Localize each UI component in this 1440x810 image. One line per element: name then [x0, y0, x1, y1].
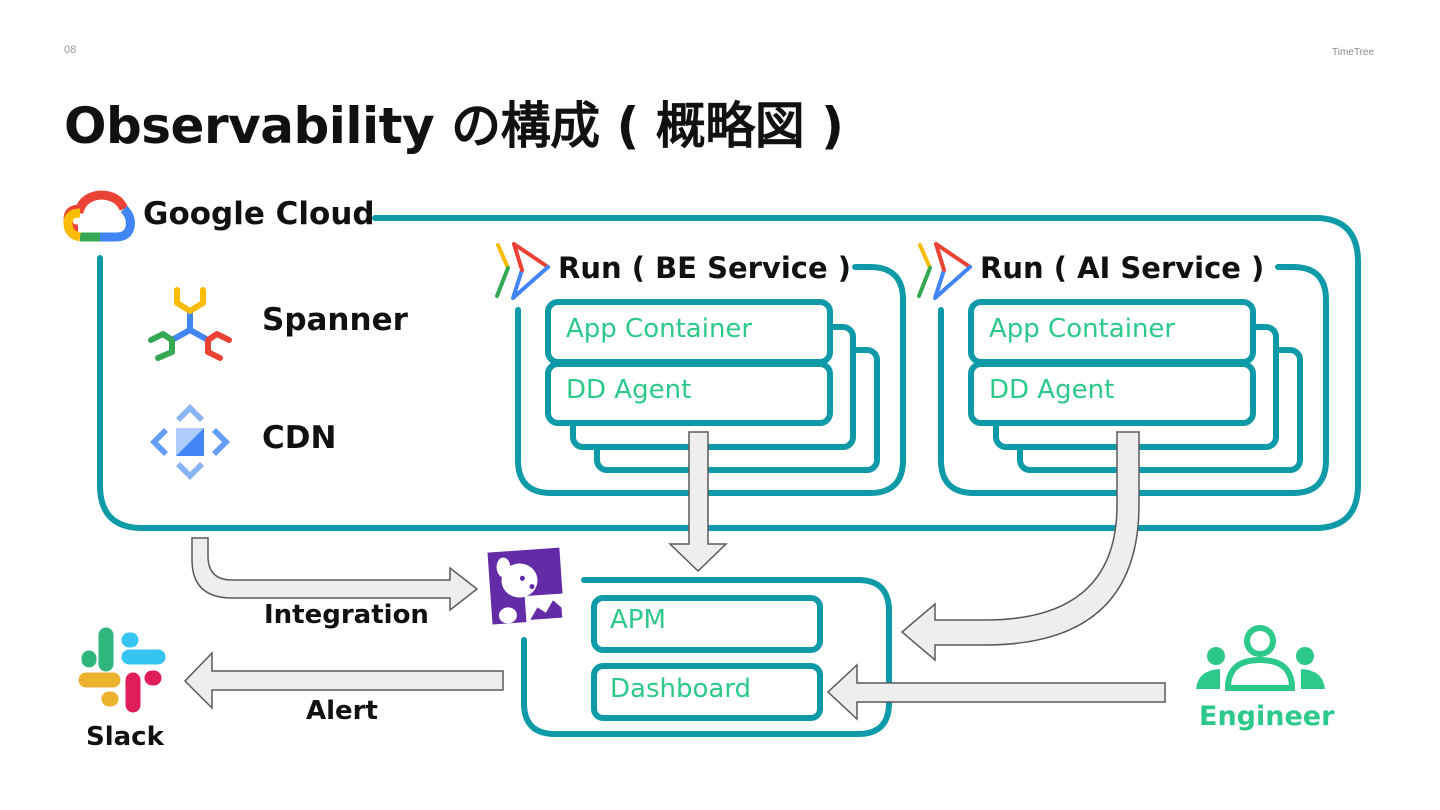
- run-be-label: Run ( BE Service ): [558, 251, 851, 285]
- google-cloud-frame: [97, 215, 1361, 531]
- alert-label: Alert: [306, 696, 378, 726]
- run-ai-label: Run ( AI Service ): [980, 251, 1265, 285]
- ai-app-container-label: App Container: [989, 314, 1176, 344]
- apm-box: [591, 595, 823, 653]
- integration-label: Integration: [264, 600, 429, 630]
- arrow-alert: [183, 651, 504, 710]
- spanner-icon: [148, 287, 232, 361]
- datadog-icon: [487, 547, 567, 625]
- dashboard-box: [591, 663, 823, 721]
- cdn-label: CDN: [262, 420, 337, 456]
- cdn-icon: [150, 404, 230, 480]
- datadog-frame: [521, 577, 892, 737]
- cloud-run-icon-ai: [917, 242, 972, 300]
- cloud-run-icon-be: [495, 242, 550, 300]
- ai-dd-agent-label: DD Agent: [989, 375, 1115, 405]
- engineer-label: Engineer: [1199, 701, 1335, 732]
- be-app-container-label: App Container: [566, 314, 753, 344]
- ai-dd-agent-box: [968, 361, 1256, 426]
- brand-label: TimeTree: [1332, 47, 1375, 58]
- page-number: 08: [64, 44, 77, 56]
- apm-label: APM: [610, 605, 666, 635]
- arrow-ai-to-datadog: [900, 431, 1140, 662]
- google-cloud-label: Google Cloud: [143, 196, 375, 232]
- be-dd-agent-label: DD Agent: [566, 375, 692, 405]
- slide-title: Observability の構成 ( 概略図 ): [64, 97, 844, 155]
- google-cloud-icon: [63, 190, 135, 242]
- dashboard-label: Dashboard: [610, 674, 752, 704]
- arrow-integration: [191, 537, 479, 612]
- arrow-engineer-to-dashboard: [826, 663, 1166, 721]
- slack-icon: [78, 627, 166, 713]
- be-dd-agent-box: [545, 361, 833, 426]
- people-group-icon: [1196, 625, 1325, 691]
- spanner-label: Spanner: [262, 302, 408, 338]
- slack-label: Slack: [86, 722, 164, 752]
- run-be-frame: [515, 264, 906, 496]
- run-ai-frame: [938, 264, 1329, 496]
- arrow-be-to-datadog: [668, 431, 728, 573]
